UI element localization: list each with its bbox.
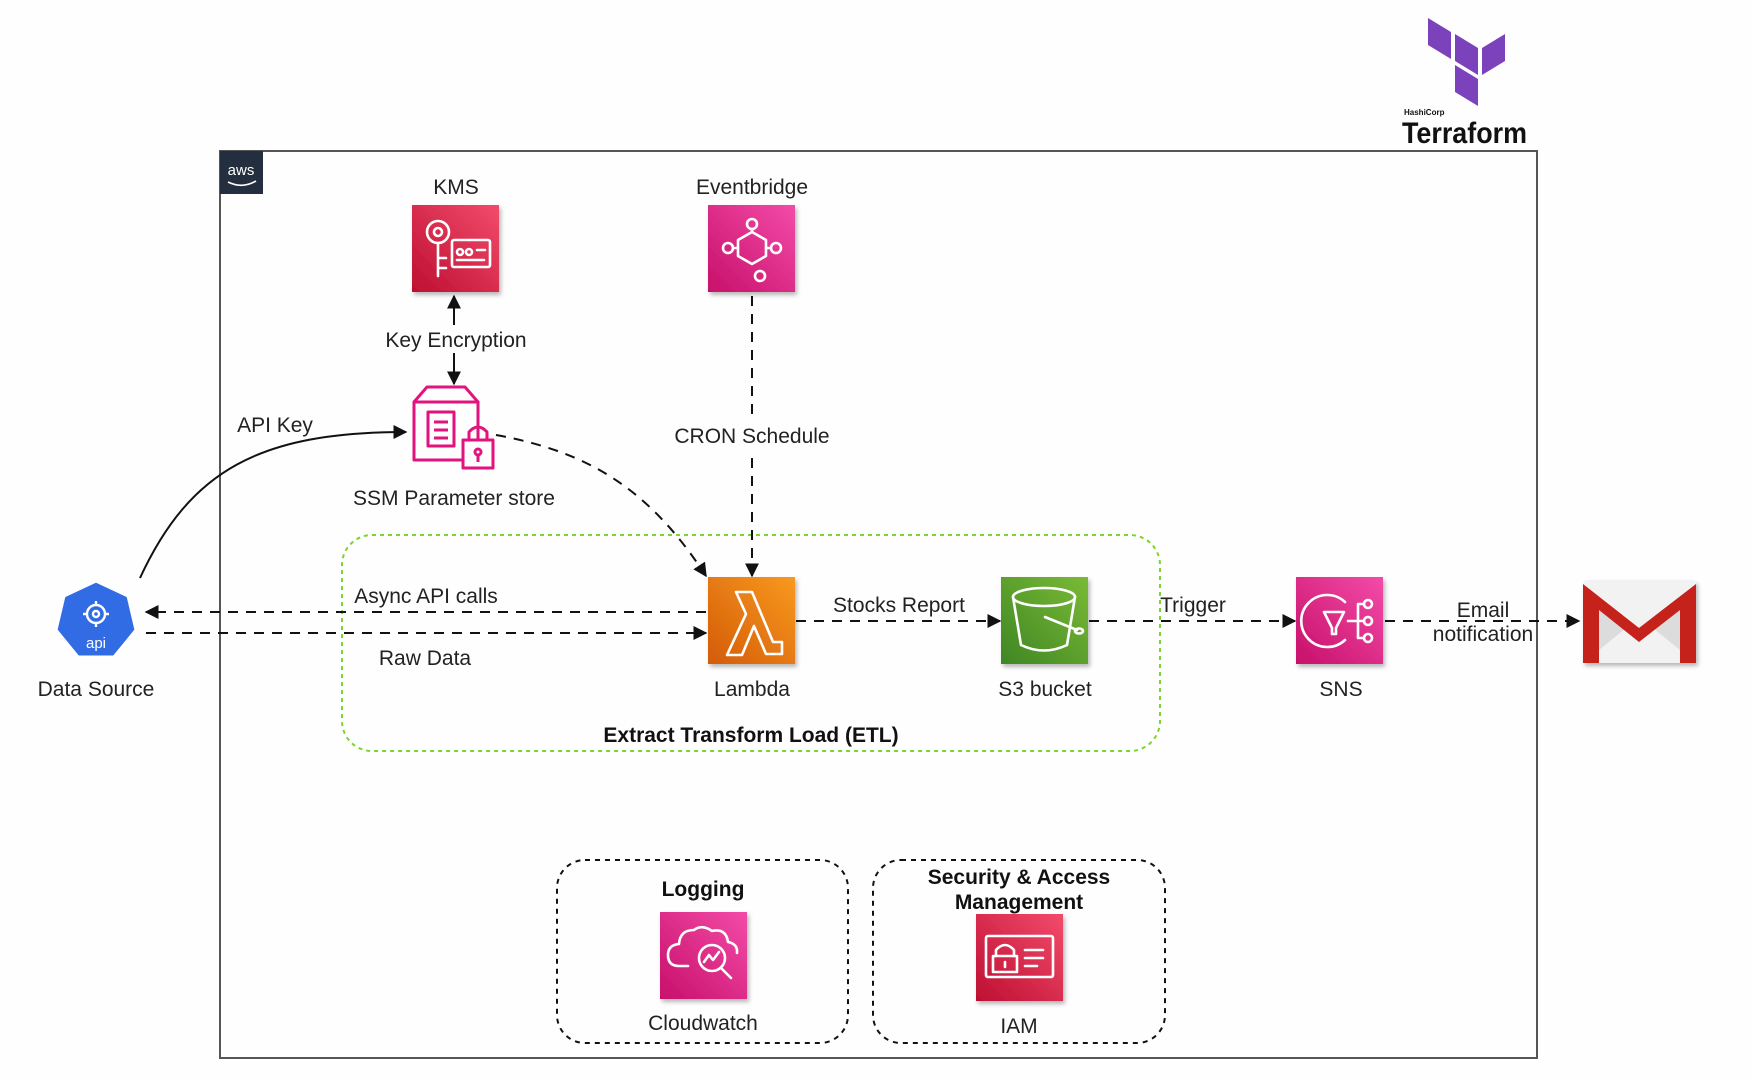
ssm-label: SSM Parameter store <box>353 487 555 510</box>
sns-icon <box>1300 593 1374 649</box>
api-gear-icon <box>83 601 109 627</box>
cron-label-bg <box>670 422 834 450</box>
security-group <box>872 859 1166 1044</box>
kms-node[interactable]: KMS <box>412 176 499 292</box>
lambda-icon <box>725 590 784 657</box>
email-label-line2: notification <box>1433 623 1533 646</box>
eventbridge-node[interactable]: Eventbridge <box>696 176 808 292</box>
aws-logo-badge: aws <box>220 151 263 194</box>
aws-smile-icon <box>227 180 257 187</box>
kms-key-icon <box>425 219 492 278</box>
ssm-to-lambda-arrow <box>495 434 707 578</box>
terraform-label: Terraform <box>1402 117 1527 150</box>
iam-node[interactable]: IAM <box>976 914 1063 1038</box>
cloudwatch-tile <box>660 912 747 999</box>
cloudwatch-label: Cloudwatch <box>648 1012 758 1035</box>
gmail-icon <box>1583 580 1696 663</box>
hashicorp-label: HashiCorp <box>1404 108 1445 117</box>
kms-tile <box>412 205 499 292</box>
s3-label: S3 bucket <box>998 678 1092 701</box>
raw-data-label: Raw Data <box>379 647 472 670</box>
aws-badge-label: aws <box>228 162 255 179</box>
key-encryption-label: Key Encryption <box>385 329 526 352</box>
sns-node[interactable]: SNS <box>1296 577 1383 701</box>
api-key-arrow <box>139 425 408 579</box>
terraform-logo: HashiCorp Terraform <box>1402 18 1527 150</box>
email-label-line1: Email <box>1457 599 1510 622</box>
lambda-node[interactable]: Lambda <box>708 577 795 701</box>
security-group-label-line2: Management <box>955 891 1083 914</box>
terraform-mark-icon <box>1428 18 1505 106</box>
s3-bucket-icon <box>1011 586 1085 652</box>
eventbridge-icon <box>721 217 783 283</box>
api-badge-label: api <box>86 635 106 652</box>
logging-group <box>556 859 849 1044</box>
data-source-label: Data Source <box>38 678 155 701</box>
trigger-label: Trigger <box>1160 594 1226 617</box>
etl-group-label: Extract Transform Load (ETL) <box>603 724 898 747</box>
s3-bucket-node[interactable]: S3 bucket <box>998 577 1092 701</box>
cloudwatch-node[interactable]: Cloudwatch <box>648 912 758 1035</box>
logging-group-label: Logging <box>662 878 745 901</box>
kubernetes-api-icon <box>54 579 138 659</box>
security-group-label-line1: Security & Access <box>928 866 1111 889</box>
kms-label: KMS <box>433 176 479 199</box>
cloudwatch-icon <box>666 925 739 980</box>
iam-label: IAM <box>1000 1015 1037 1038</box>
stocks-report-label: Stocks Report <box>833 594 965 617</box>
ssm-parameter-store-node[interactable]: SSM Parameter store <box>353 385 555 510</box>
cron-schedule-label: CRON Schedule <box>674 425 829 448</box>
gmail-node[interactable] <box>1583 580 1696 663</box>
eventbridge-label: Eventbridge <box>696 176 808 199</box>
iam-icon <box>984 934 1055 979</box>
lambda-label: Lambda <box>714 678 790 701</box>
async-api-calls-label: Async API calls <box>354 585 498 608</box>
key-encryption-label-bg <box>384 325 526 353</box>
sns-label: SNS <box>1319 678 1362 701</box>
iam-tile <box>976 914 1063 1001</box>
aws-cloud-boundary <box>219 150 1538 1059</box>
data-source-node[interactable]: api Data Source <box>38 579 155 701</box>
ssm-store-icon <box>412 385 495 470</box>
api-key-label: API Key <box>237 414 313 437</box>
